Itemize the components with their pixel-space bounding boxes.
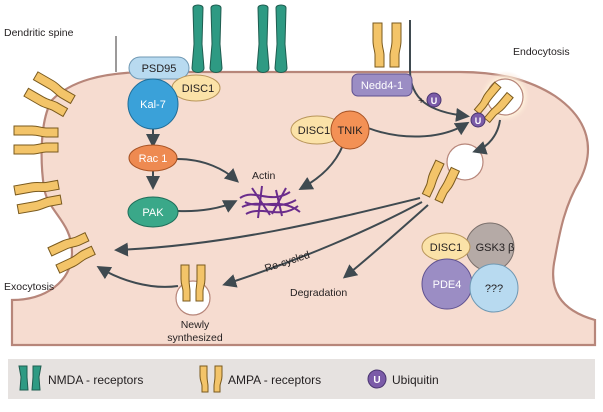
ubiquitin-on-receptor [470, 112, 486, 128]
ubiquitin-add-symbol: U [431, 96, 438, 106]
arrow-rac1-actin [176, 158, 239, 183]
tnik-label: TNIK [337, 125, 363, 137]
actin-filaments [239, 185, 301, 219]
ampa-receptor-endocytosed [473, 81, 514, 124]
exocytosis-label: Exocytosis [4, 281, 54, 293]
degradation-label: Degradation [290, 287, 347, 299]
psd95-node [128, 56, 190, 80]
pak-label: PAK [142, 207, 164, 219]
actin-label: Actin [252, 170, 276, 182]
nedd4-node [351, 73, 413, 97]
ampa-receptor [23, 71, 76, 118]
legend-ubiquitin-symbol: U [373, 375, 380, 386]
newly-synthesized-label-1: Newly [181, 319, 210, 331]
kal7-label: Kal-7 [140, 99, 166, 111]
legend-ampa-label: AMPA - receptors [228, 373, 321, 387]
endocytosis-label: Endocytosis [513, 46, 570, 58]
arrow-to-exocytosis [114, 197, 421, 257]
newly-synthesized-label-2: synthesized [167, 332, 223, 344]
ampa-receptor-exocytosis [47, 232, 96, 274]
arrow-degradation [342, 204, 429, 279]
arrow-endocytosis-internal [472, 119, 501, 155]
legend-ubiquitin-label: Ubiquitin [392, 373, 439, 387]
arrow-tnik-endocytosis [367, 121, 470, 138]
ubiquitin-on-receptor-symbol: U [475, 116, 482, 126]
nmda-receptor [256, 4, 288, 73]
psd95-label: PSD95 [142, 63, 177, 75]
ampa-receptor [372, 22, 402, 68]
legend-ubiquitin-icon [367, 369, 387, 389]
newly-synthesized-vesicle [175, 280, 211, 316]
nedd4-label: Nedd4-1 [361, 80, 403, 92]
dendritic-spine-label: Dendritic spine [4, 27, 74, 39]
legend-svg: NMDA - receptors AMPA - receptors U Ubiq… [18, 365, 439, 393]
nmda-receptor [191, 4, 223, 73]
pde4-label: PDE4 [433, 279, 462, 291]
ubiquitin-add [426, 92, 442, 108]
ampa-receptor-internal [421, 159, 461, 204]
rac1-node [128, 144, 178, 172]
unknown-node [469, 263, 519, 313]
legend-nmda-label: NMDA - receptors [48, 373, 143, 387]
pak-node [127, 196, 179, 228]
arrow-recycled [222, 201, 423, 288]
plus-ub-label: + [418, 95, 424, 107]
ampa-receptor [13, 179, 63, 215]
ampa-receptor [13, 125, 59, 155]
rac1-label: Rac 1 [139, 153, 168, 165]
arrow-tnik-actin [298, 144, 344, 190]
legend-ampa-icon [199, 365, 223, 393]
disc1-label-b: DISC1 [298, 125, 330, 137]
ampa-receptor-new [180, 264, 206, 302]
arrow-nedd4-ubiquitin [409, 20, 470, 122]
legend: NMDA - receptors AMPA - receptors U Ubiq… [8, 359, 595, 399]
arrow-newly-to-exocytosis [96, 265, 179, 288]
unknown-label: ??? [485, 283, 503, 295]
gsk3b-label: GSK3 β [476, 242, 515, 254]
legend-nmda-icon [18, 365, 42, 391]
kal7-node [127, 78, 179, 130]
disc1-label-c: DISC1 [430, 242, 462, 254]
disc1-label-a: DISC1 [182, 83, 214, 95]
arrow-pak-actin [177, 200, 238, 213]
tnik-node [330, 110, 370, 150]
